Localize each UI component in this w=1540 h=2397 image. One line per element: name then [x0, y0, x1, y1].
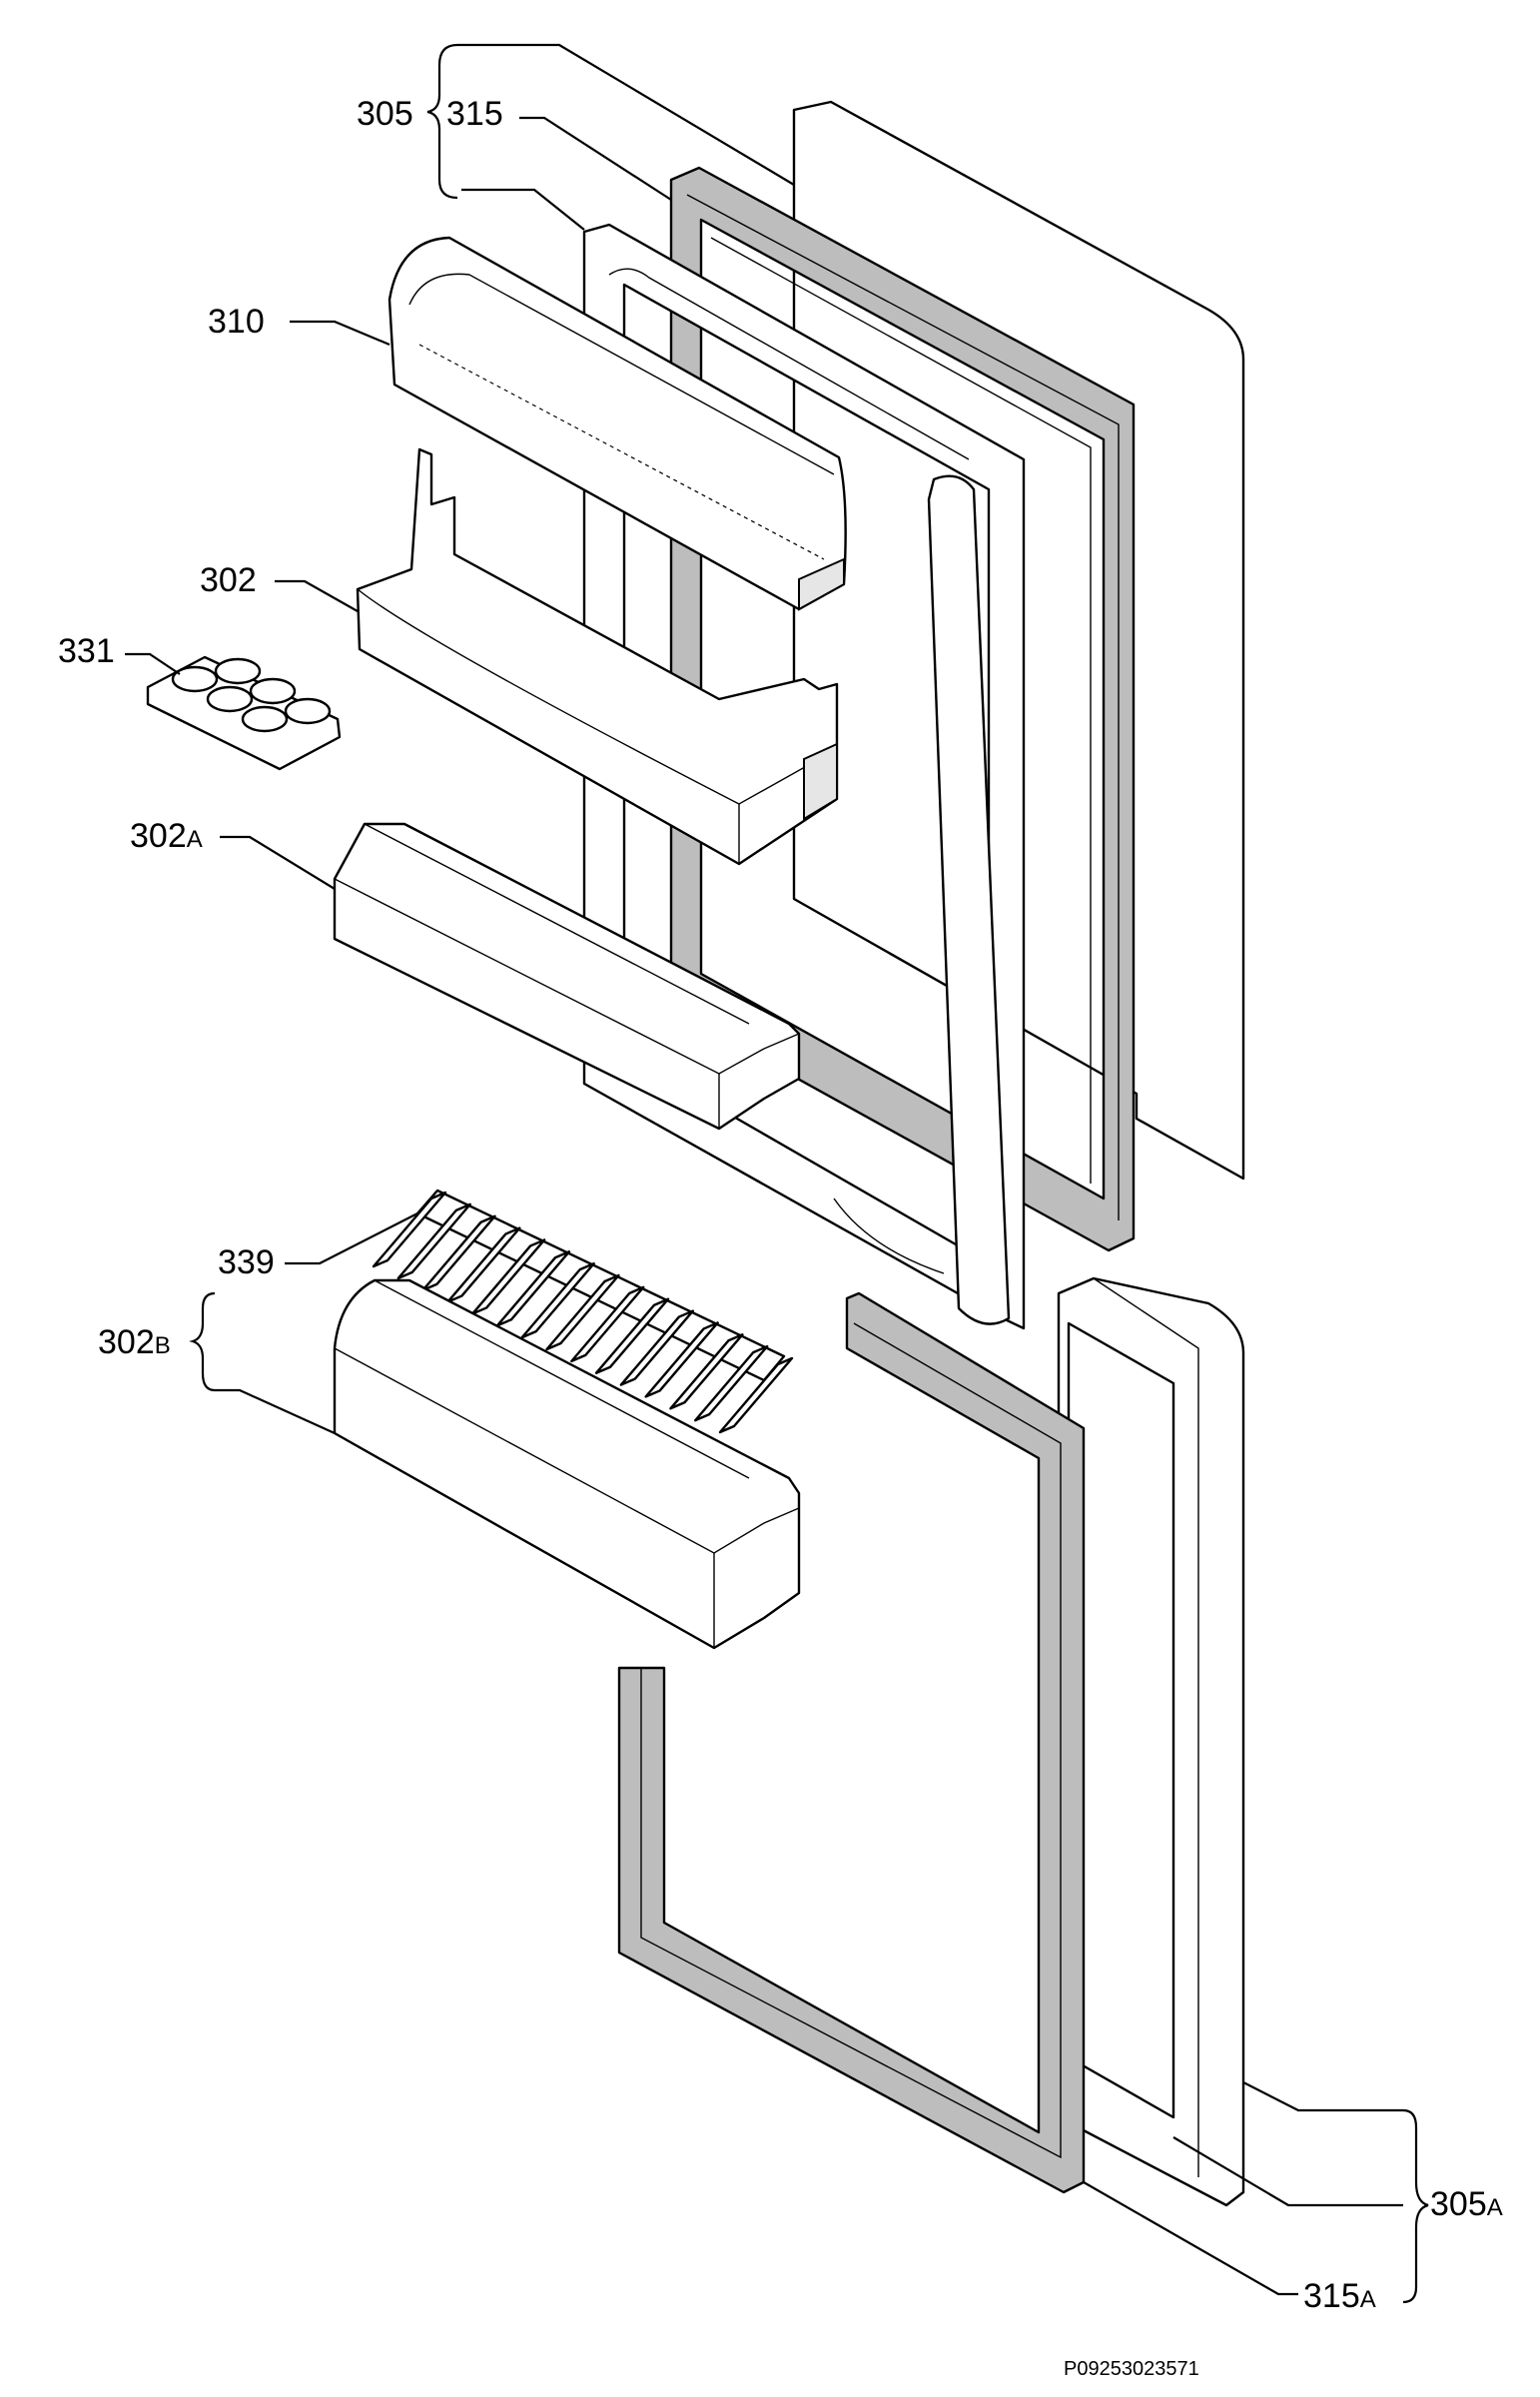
comb-tooth	[446, 1226, 521, 1303]
comb-tooth	[669, 1333, 744, 1410]
label-310: 310	[208, 303, 265, 341]
label-305a: 305A	[1430, 2185, 1503, 2223]
label-302: 302	[200, 561, 257, 599]
label-305: 305	[357, 95, 413, 133]
label-302a-suffix: A	[187, 826, 203, 853]
upper-inner-liner	[582, 223, 1026, 1330]
egg-tray-331	[146, 655, 342, 771]
label-339: 339	[218, 1243, 275, 1281]
door-shelf-302	[356, 447, 839, 866]
comb-tooth	[470, 1238, 546, 1315]
label-302b-suffix: B	[155, 1332, 171, 1359]
comb-tooth	[421, 1214, 496, 1291]
comb-tooth	[594, 1297, 670, 1374]
lower-door-panel	[1057, 1276, 1245, 2207]
label-331: 331	[58, 632, 115, 670]
comb-tooth	[372, 1191, 447, 1268]
comb-tooth	[495, 1250, 571, 1327]
comb-tooth	[718, 1356, 794, 1434]
comb-tooth	[520, 1261, 595, 1339]
label-305a-suffix: A	[1487, 2194, 1503, 2221]
label-305a-number: 305	[1430, 2185, 1487, 2223]
comb-tooth	[619, 1309, 695, 1386]
label-302b: 302B	[98, 1323, 171, 1361]
comb-tooth	[545, 1273, 620, 1351]
label-315a-number: 315	[1303, 2277, 1360, 2315]
comb-tooth	[644, 1321, 719, 1398]
label-302b-number: 302	[98, 1323, 155, 1361]
label-302a-number: 302	[130, 817, 187, 855]
label-315a-suffix: A	[1360, 2286, 1376, 2313]
door-shelf-302a	[333, 822, 801, 1131]
label-302a: 302A	[130, 817, 203, 855]
lower-gasket-315a	[617, 1291, 1086, 2194]
leader-lines	[125, 43, 1429, 2304]
bottle-retainer-339	[372, 1189, 794, 1434]
label-315a: 315A	[1303, 2277, 1376, 2315]
comb-tooth	[570, 1285, 645, 1363]
dairy-compartment-310	[387, 236, 847, 611]
comb-tooth	[694, 1344, 769, 1422]
door-shelf-302b	[333, 1278, 801, 1650]
comb-tooth	[396, 1202, 471, 1280]
part-labels: 305 315 310 302 331 302A 339 302B 305A 3…	[58, 95, 1503, 2380]
drawing-code: P09253023571	[1064, 2358, 1199, 2380]
label-315: 315	[446, 95, 503, 133]
